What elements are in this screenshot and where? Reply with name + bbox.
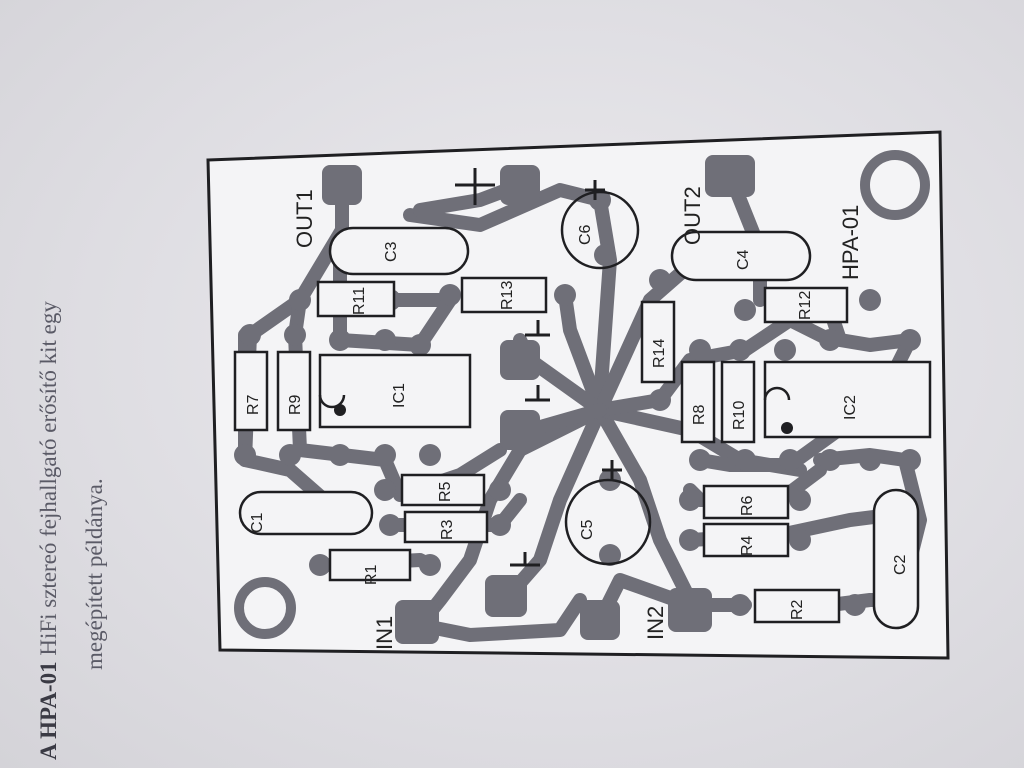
large-pads — [322, 155, 755, 644]
label-r8: R8 — [691, 404, 708, 425]
label-out2: OUT2 — [680, 186, 705, 245]
label-c1: C1 — [249, 512, 266, 533]
mounting-hole-bottom — [234, 577, 296, 639]
label-r11: R11 — [351, 287, 368, 315]
label-r10: R10 — [731, 401, 748, 430]
mounting-hole-top — [860, 150, 930, 220]
silkscreen-labels: R1 C1 R5 R3 R7 R9 IC1 R11 C3 R13 C6 R14 … — [245, 186, 909, 650]
label-r5: R5 — [437, 481, 454, 502]
label-r2: R2 — [789, 599, 806, 620]
label-r14: R14 — [651, 339, 668, 368]
label-c6: C6 — [577, 224, 594, 245]
label-r7: R7 — [245, 394, 262, 415]
label-in2: IN2 — [643, 606, 668, 640]
label-c4: C4 — [735, 249, 752, 270]
label-ic1: IC1 — [391, 383, 408, 408]
label-r12: R12 — [797, 291, 814, 320]
label-r9: R9 — [287, 394, 304, 415]
label-out1: OUT1 — [292, 189, 317, 248]
polarity-marks — [455, 168, 622, 567]
label-c2: C2 — [892, 554, 909, 575]
label-c5: C5 — [579, 519, 596, 540]
label-r3: R3 — [439, 519, 456, 540]
label-r1: R1 — [363, 564, 380, 585]
label-r4: R4 — [739, 535, 756, 556]
label-in1: IN1 — [372, 616, 397, 650]
label-r6: R6 — [739, 495, 756, 516]
label-c3: C3 — [383, 241, 400, 262]
component-outlines — [233, 226, 932, 630]
capacitor-circles — [318, 190, 791, 566]
ic-pin1-dots — [334, 404, 793, 434]
label-r13: R13 — [499, 281, 516, 310]
board-title: HPA-01 — [838, 205, 863, 280]
label-ic2: IC2 — [842, 395, 859, 420]
